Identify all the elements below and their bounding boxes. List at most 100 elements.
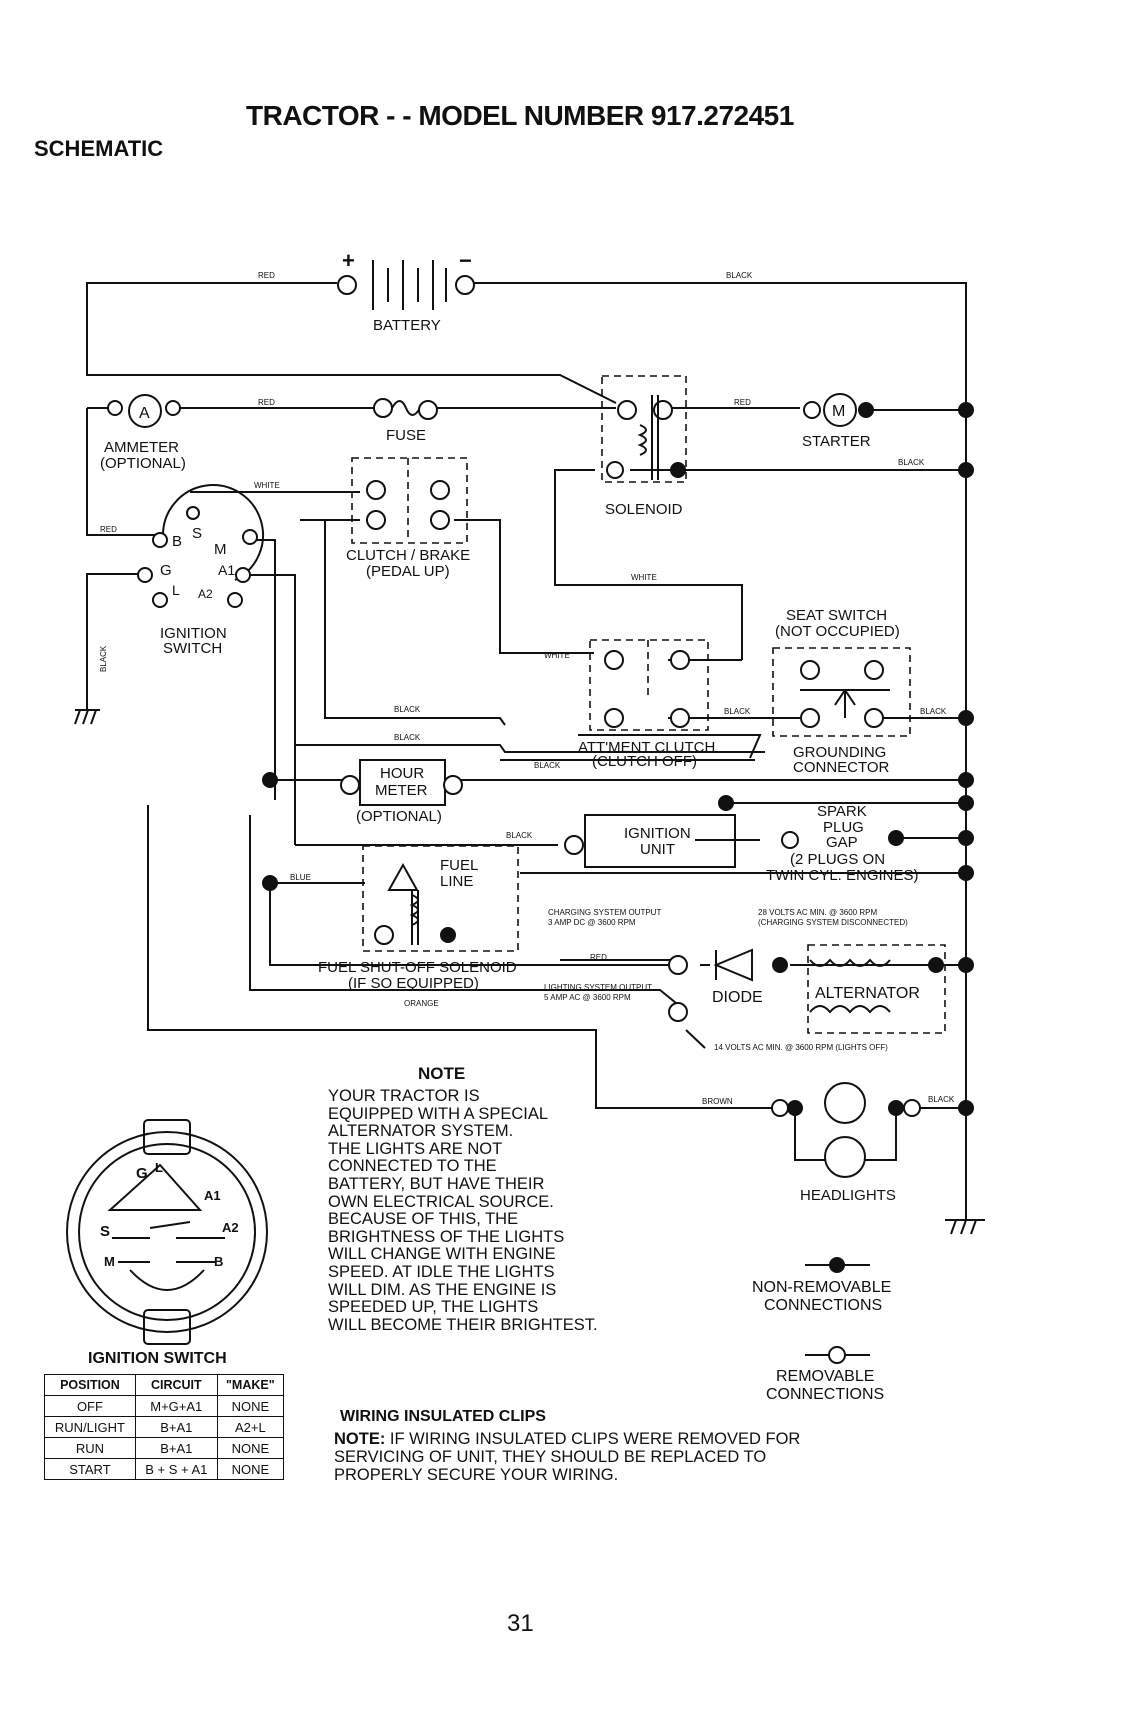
ign-terminal-a1: A1	[218, 562, 235, 578]
hour-meter: HOUR METER (OPTIONAL)	[262, 759, 463, 825]
hour-meter-optional: (OPTIONAL)	[356, 808, 442, 825]
dashed-enclosures	[351, 375, 946, 1034]
wire-label-white-attment: WHITE	[544, 651, 570, 660]
ignition-unit-box	[584, 814, 736, 868]
detail-label-m: M	[104, 1254, 115, 1269]
table-row: OFF M+G+A1 NONE	[44, 1395, 285, 1417]
detail-label-a1: A1	[204, 1188, 221, 1203]
wire-color-labels: RED BLACK RED RED BLACK WHITE RED WHITE …	[99, 271, 955, 1106]
wire-label-red-starter: RED	[734, 398, 751, 407]
note-line: BECAUSE OF THIS, THE	[328, 1210, 519, 1229]
ign-terminal-b: B	[172, 533, 182, 550]
removable-label-1: REMOVABLE	[776, 1368, 874, 1385]
starter: M STARTER	[802, 393, 874, 450]
clips-heading: WIRING INSULATED CLIPS	[340, 1408, 546, 1425]
seat-switch: SEAT SWITCH (NOT OCCUPIED) GROUNDING CON…	[775, 607, 900, 776]
ign-terminal-l: L	[172, 582, 180, 598]
note-line: THE LIGHTS ARE NOT	[328, 1139, 503, 1158]
page-title: TRACTOR - - MODEL NUMBER 917.272451	[246, 100, 794, 131]
wires	[86, 282, 985, 1221]
note-line: YOUR TRACTOR IS	[328, 1087, 480, 1105]
wire-label-black-battery: BLACK	[726, 271, 753, 280]
note-line: WILL DIM. AS THE ENGINE IS	[328, 1280, 557, 1299]
ammeter-gauge	[128, 394, 162, 428]
page-number: 31	[507, 1610, 534, 1637]
table-header: POSITION	[44, 1374, 136, 1396]
wire-label-orange: ORANGE	[404, 999, 439, 1008]
wire-label-white-clutch: WHITE	[254, 481, 280, 490]
wire-label-red-fuse: RED	[258, 398, 275, 407]
wire-label-brown: BROWN	[702, 1097, 733, 1106]
lighting-output-label-1: LIGHTING SYSTEM OUTPUT	[544, 983, 652, 992]
table-header-row: POSITION CIRCUIT "MAKE"	[44, 1374, 285, 1396]
ignition-switch-label-2: SWITCH	[163, 640, 222, 657]
wire-label-black-ground-connector: BLACK	[920, 707, 947, 716]
wire-label-black-ignition-unit: BLACK	[506, 831, 533, 840]
non-removable-label-2: CONNECTIONS	[764, 1297, 882, 1314]
table-row: RUN B+A1 NONE	[44, 1437, 285, 1459]
wire-label-black-headlights: BLACK	[928, 1095, 955, 1104]
spark-plug-label-4: (2 PLUGS ON	[790, 851, 885, 868]
table-row: START B + S + A1 NONE	[44, 1458, 285, 1480]
ignition-unit: IGNITION UNIT SPARK PLUG GAP (2 PLUGS ON…	[564, 795, 919, 884]
table-cell: RUN/LIGHT	[44, 1416, 136, 1438]
headlights-label: HEADLIGHTS	[800, 1187, 896, 1204]
clutch-brake-switch: CLUTCH / BRAKE (PEDAL UP)	[346, 458, 470, 580]
alternator-box	[807, 944, 946, 1034]
right-bus-nodes	[958, 402, 974, 1116]
wire-label-red-battery: RED	[258, 271, 275, 280]
fuel-solenoid: FUEL LINE FUEL SHUT-OFF SOLENOID (IF SO …	[262, 857, 517, 992]
note-line: SPEEDED UP, THE LIGHTS	[328, 1298, 539, 1317]
spark-plug-label-3: GAP	[826, 834, 858, 851]
note-line: ALTERNATOR SYSTEM.	[328, 1122, 514, 1141]
ignition-switch-detail: G L A1 A2 S M B	[66, 1119, 268, 1345]
ignition-unit-label-1: IGNITION	[624, 825, 691, 842]
headlight-upper	[824, 1082, 866, 1124]
ignition-switch-caption: IGNITION SWITCH	[88, 1350, 227, 1367]
fuel-line-label-1: FUEL	[440, 857, 478, 874]
alternator-label: ALTERNATOR	[815, 985, 920, 1002]
table-header: CIRCUIT	[134, 1374, 218, 1396]
note-body: YOUR TRACTOR IS EQUIPPED WITH A SPECIAL …	[328, 1087, 648, 1334]
table-cell: NONE	[216, 1437, 285, 1459]
battery-positive-terminal	[337, 275, 357, 295]
table-row: RUN/LIGHT B+A1 A2+L	[44, 1416, 285, 1438]
detail-label-g: G	[136, 1165, 148, 1182]
wire-label-black-seat: BLACK	[724, 707, 751, 716]
ignition-switch-label-1: IGNITION	[160, 625, 227, 642]
starter-motor	[823, 393, 857, 427]
diode-label: DIODE	[712, 989, 763, 1006]
wire-label-red-ign: RED	[100, 525, 117, 534]
note-line: BRIGHTNESS OF THE LIGHTS	[328, 1227, 565, 1246]
ignition-switch-table: POSITION CIRCUIT "MAKE" OFF M+G+A1 NONE …	[44, 1374, 285, 1480]
wire-label-white-solenoid: WHITE	[631, 573, 657, 582]
table-header: "MAKE"	[216, 1374, 285, 1396]
wire-label-black-3: BLACK	[534, 761, 561, 770]
attment-clutch-label: ATT'MENT CLUTCH	[578, 739, 715, 756]
seat-switch-label: SEAT SWITCH	[786, 607, 887, 624]
battery-minus-sign: −	[459, 248, 472, 273]
spark-plug-label-1: SPARK	[817, 803, 867, 820]
lighting-output-terminal	[668, 1002, 688, 1022]
note-line: WILL BECOME THEIR BRIGHTEST.	[328, 1315, 598, 1334]
table-cell: NONE	[216, 1458, 285, 1480]
note-line: CONNECTED TO THE	[328, 1157, 497, 1176]
charging-output-label-2: 3 AMP DC @ 3600 RPM	[548, 918, 636, 927]
hour-meter-label-1: HOUR	[380, 765, 424, 782]
seat-switch-box	[772, 647, 911, 737]
ammeter-symbol: A	[139, 405, 150, 422]
hour-meter-label-2: METER	[375, 782, 428, 799]
wire-label-black-1: BLACK	[394, 705, 421, 714]
charging-system: CHARGING SYSTEM OUTPUT 3 AMP DC @ 3600 R…	[544, 908, 944, 1052]
solenoid-label: SOLENOID	[605, 501, 683, 518]
starter-symbol: M	[832, 403, 845, 420]
note-heading: NOTE	[418, 1064, 466, 1083]
note-line: EQUIPPED WITH A SPECIAL	[328, 1104, 549, 1123]
fuel-line-label-2: LINE	[440, 873, 473, 890]
ign-terminal-a2: A2	[198, 587, 213, 601]
section-heading: SCHEMATIC	[34, 136, 164, 161]
clutch-brake-switch-box	[351, 457, 468, 544]
lighting-output-label-2: 5 AMP AC @ 3600 RPM	[544, 993, 631, 1002]
detail-label-l: L	[155, 1160, 163, 1175]
attment-clutch-switch-box	[589, 639, 709, 731]
